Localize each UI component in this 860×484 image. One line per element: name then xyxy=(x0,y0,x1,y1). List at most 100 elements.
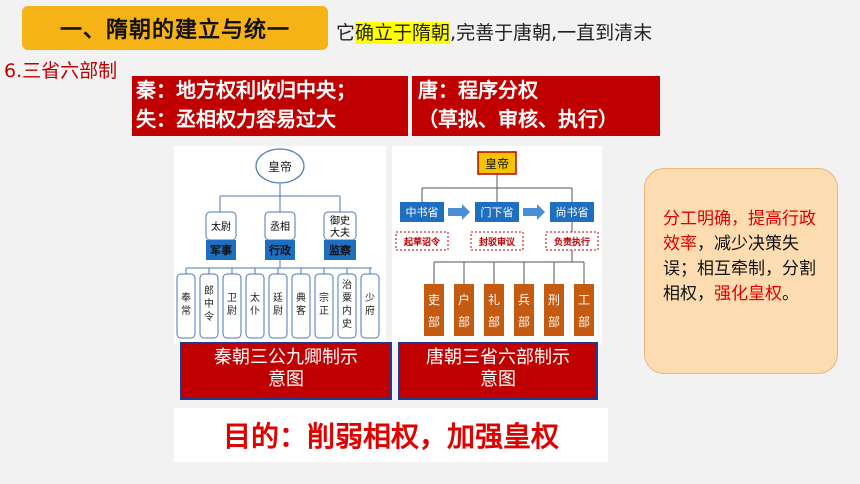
tang-structure-diagram: 皇帝 中书省 门下省 尚书省 起草诏令 封驳审议 负责执行 吏 部 户 部 礼 xyxy=(392,146,602,344)
qin-minister-box xyxy=(360,273,380,339)
tang-ministry-char: 刑 xyxy=(548,293,560,307)
qin-minister-box xyxy=(245,273,265,339)
qin-minister-char: 卫 xyxy=(227,293,237,304)
qin-minister-char: 典 xyxy=(296,291,306,304)
arrow-right-icon xyxy=(448,204,470,220)
tang-caption-line-2: 意图 xyxy=(480,369,516,390)
summary-part-2: 提高行政效率 xyxy=(663,209,816,254)
tang-ministry-char: 部 xyxy=(428,314,440,329)
qin-minister-char: 尉 xyxy=(273,304,283,317)
intro-highlight: 确立于隋朝 xyxy=(355,22,451,44)
tang-ministry-box xyxy=(544,284,564,336)
qin-minister-box xyxy=(337,273,357,339)
tang-ministry-char: 部 xyxy=(578,314,590,329)
qin-minister-box xyxy=(222,273,242,339)
qin-minister-char: 客 xyxy=(296,304,306,317)
tang-department-box xyxy=(550,202,594,222)
intro-prefix: 它 xyxy=(336,22,356,44)
tang-department-label: 中书省 xyxy=(406,206,439,219)
qin-official-label: 御史 xyxy=(330,214,350,227)
tang-ministry-char: 礼 xyxy=(488,292,500,307)
qin-official-label: 太尉 xyxy=(211,220,231,233)
qin-minister-char: 太 xyxy=(250,291,260,304)
tang-department-box xyxy=(475,202,519,222)
qin-minister-box xyxy=(291,273,311,339)
lesson-title: 一、隋朝的建立与统一 xyxy=(22,6,328,50)
qin-minister-char: 内 xyxy=(342,304,352,317)
tang-ministry-char: 吏 xyxy=(428,292,440,307)
qin-minister-char: 中 xyxy=(204,297,214,310)
qin-role-label: 行政 xyxy=(268,243,292,257)
qin-minister-char: 史 xyxy=(342,318,352,330)
summary-part-1: 分工明确， xyxy=(663,209,748,229)
qin-minister-char: 令 xyxy=(204,310,214,323)
qin-caption-line-2: 意图 xyxy=(268,369,304,390)
tang-function-label: 起草诏令 xyxy=(403,236,441,248)
intro-text: 它确立于隋朝,完善于唐朝,一直到清末 xyxy=(336,18,652,45)
summary-part-3: ，减少决策失误；相互牵制，分割相权， xyxy=(663,234,816,304)
qin-minister-box xyxy=(314,273,334,339)
tang-ministry-char: 工 xyxy=(578,293,590,307)
qin-role-label: 监察 xyxy=(329,243,352,257)
tang-function-label: 封驳审议 xyxy=(479,236,516,248)
section-heading: 6.三省六部制 xyxy=(4,60,118,82)
qin-diagram-caption: 秦朝三公九卿制示 意图 xyxy=(180,342,392,400)
tang-ministry-box xyxy=(514,284,534,336)
qin-minister-char: 正 xyxy=(319,306,329,317)
qin-caption-line-1: 秦朝三公九卿制示 xyxy=(214,347,358,368)
qin-role-box xyxy=(265,240,295,260)
qin-minister-char: 廷 xyxy=(273,292,283,304)
tang-ministry-char: 部 xyxy=(548,314,560,329)
qin-role-label: 军事 xyxy=(210,243,232,257)
qin-minister-char: 宗 xyxy=(319,291,329,304)
tang-department-label: 门下省 xyxy=(481,205,514,219)
qin-line-2: 失：丞相权力容易过大 xyxy=(136,107,336,131)
intro-suffix: ,完善于唐朝,一直到清末 xyxy=(450,22,653,44)
qin-official-label: 丞相 xyxy=(270,220,290,233)
tang-ministry-box xyxy=(454,284,474,336)
tang-ministry-char: 部 xyxy=(518,314,530,329)
qin-minister-box xyxy=(176,273,196,339)
tang-function-box xyxy=(545,231,599,251)
tang-ministry-box xyxy=(574,284,594,336)
tang-emperor-label: 皇帝 xyxy=(485,156,509,171)
summary-callout: 分工明确，提高行政效率，减少决策失误；相互牵制，分割相权，强化皇权。 xyxy=(644,168,838,374)
tang-line-1: 唐：程序分权 xyxy=(418,78,538,102)
qin-emperor-label: 皇帝 xyxy=(268,159,292,174)
qin-minister-char: 尉 xyxy=(227,304,237,317)
qin-minister-char: 治 xyxy=(342,278,352,291)
tang-line-2: （草拟、审核、执行） xyxy=(418,107,618,131)
tang-summary-box: 唐：程序分权 （草拟、审核、执行） xyxy=(412,76,660,136)
qin-minister-box xyxy=(199,273,219,339)
tang-diagram-caption: 唐朝三省六部制示 意图 xyxy=(398,342,598,400)
tang-function-label: 负责执行 xyxy=(554,236,590,248)
tang-caption-line-1: 唐朝三省六部制示 xyxy=(426,347,570,368)
purpose-statement: 目的：削弱相权，加强皇权 xyxy=(174,408,608,462)
qin-minister-char: 仆 xyxy=(250,305,260,317)
qin-line-1: 秦：地方权利收归中央； xyxy=(136,78,356,102)
tang-function-box xyxy=(470,231,524,251)
tang-ministry-char: 兵 xyxy=(518,293,530,307)
qin-official-label: 大夫 xyxy=(330,226,350,239)
tang-department-box xyxy=(400,202,444,222)
qin-minister-char: 粟 xyxy=(342,292,352,304)
qin-role-box xyxy=(206,240,236,260)
summary-part-4: 强化皇权 xyxy=(714,284,782,304)
tang-ministry-char: 部 xyxy=(488,314,500,329)
tang-emperor-node xyxy=(477,151,517,175)
arrow-right-icon xyxy=(523,204,545,220)
qin-summary-box: 秦：地方权利收归中央； 失：丞相权力容易过大 xyxy=(132,76,408,136)
tang-ministry-box xyxy=(424,284,444,336)
tang-ministry-char: 户 xyxy=(458,292,470,307)
qin-minister-char: 奉 xyxy=(181,291,191,304)
qin-role-box xyxy=(324,240,356,260)
tang-function-box xyxy=(395,231,449,251)
tang-ministry-char: 部 xyxy=(458,314,470,329)
qin-minister-char: 常 xyxy=(181,304,191,317)
summary-part-5: 。 xyxy=(782,284,799,304)
qin-structure-diagram: 皇帝 太尉 军事 丞相 行政 御史 大夫 监察 奉 常 郎 中 xyxy=(174,146,386,344)
qin-minister-char: 府 xyxy=(365,304,375,317)
qin-minister-char: 郎 xyxy=(204,284,214,297)
tang-department-label: 尚书省 xyxy=(556,205,589,219)
tang-ministry-box xyxy=(484,284,504,336)
